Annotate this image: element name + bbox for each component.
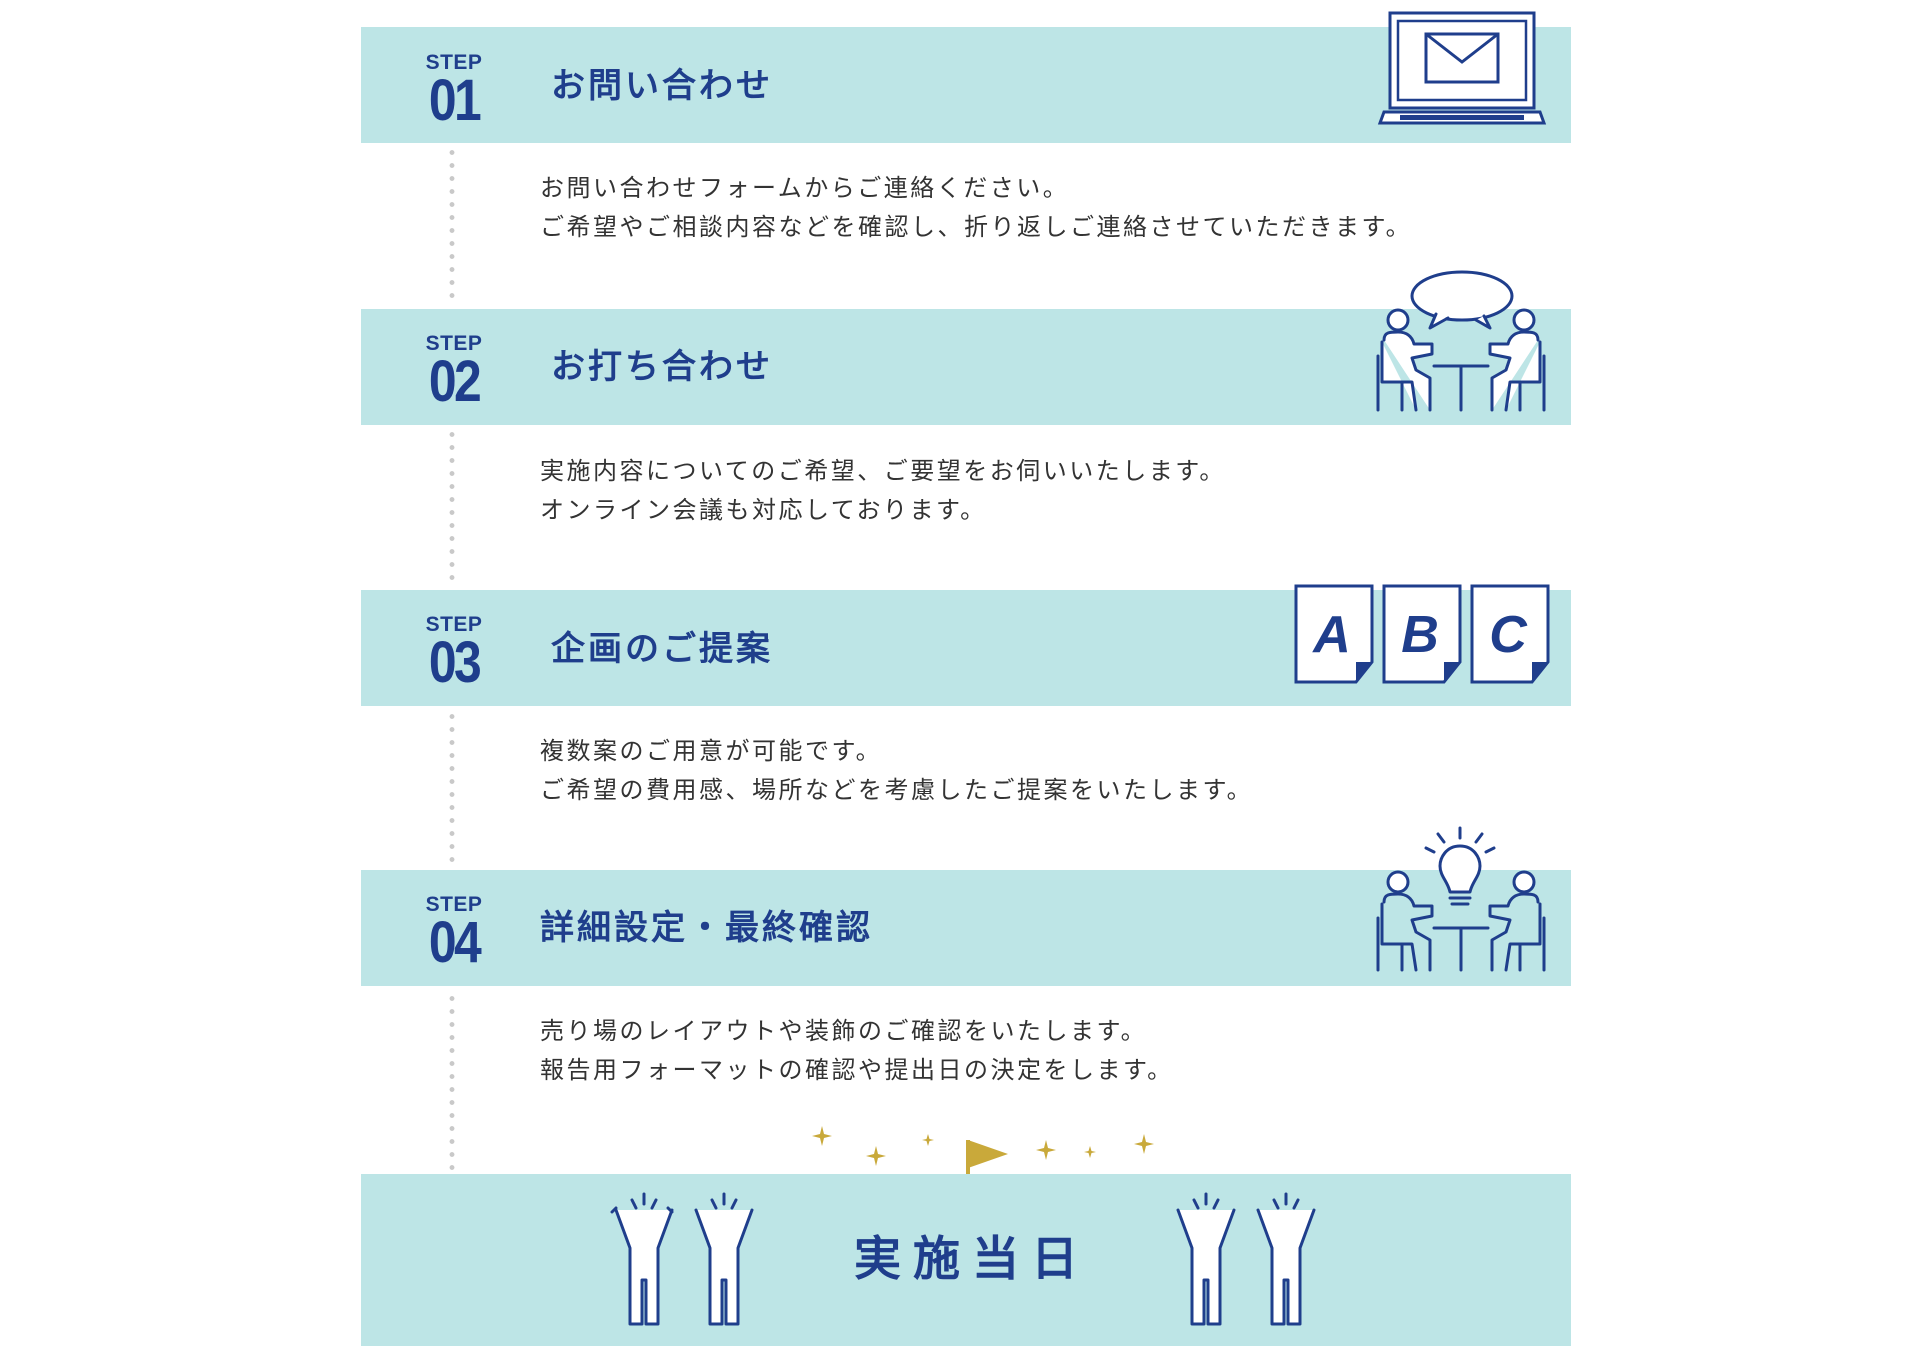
doc-letter-a: A (1311, 606, 1351, 664)
timeline-dots-2 (449, 428, 455, 586)
meeting-icon (1376, 270, 1546, 412)
step-03-label: STEP (425, 613, 483, 636)
abc-documents-icon: A B C (1294, 584, 1550, 684)
step-03-line-2: ご希望の費用感、場所などを考慮したご提案をいたします。 (540, 776, 1254, 804)
step-04-line-2: 報告用フォーマットの確認や提出日の決定をします。 (540, 1056, 1174, 1084)
step-01-number: 01 (428, 68, 482, 133)
step-02-line-2: オンライン会議も対応しております。 (540, 496, 987, 524)
final-band (361, 1174, 1571, 1346)
step-04-number: 04 (428, 910, 482, 975)
timeline-dots-4 (449, 992, 455, 1170)
step-03-description: 複数案のご用意が可能です。 ご希望の費用感、場所などを考慮したご提案をいたします… (540, 732, 1253, 810)
step-04-label: STEP (425, 893, 483, 916)
step-01-line-2: ご希望やご相談内容などを確認し、折り返しご連絡させていただきます。 (540, 213, 1413, 241)
step-04-description: 売り場のレイアウトや装飾のご確認をいたします。 報告用フォーマットの確認や提出日… (540, 1012, 1174, 1090)
step-02-band (361, 309, 1571, 425)
timeline-dots-3 (449, 710, 455, 868)
step-03-title: 企画のご提案 (551, 629, 773, 669)
step-01-label: STEP (425, 51, 483, 74)
goal-flag-sparkles-icon (812, 1126, 1154, 1174)
laptop-mail-icon (1377, 11, 1547, 125)
step-01-line-1: お問い合わせフォームからご連絡ください。 (540, 174, 1070, 202)
final-title: 実施当日 (854, 1232, 1090, 1287)
step-02-number: 02 (428, 349, 482, 414)
cheering-people-left-icon (610, 1192, 754, 1326)
step-04-band (361, 870, 1571, 986)
step-04-line-1: 売り場のレイアウトや装飾のご確認をいたします。 (540, 1017, 1148, 1045)
step-01-band (361, 27, 1571, 143)
step-03-number: 03 (428, 630, 482, 695)
step-02-title: お打ち合わせ (551, 347, 773, 387)
timeline-dots-1 (449, 146, 455, 304)
doc-letter-b: B (1401, 606, 1439, 664)
step-03-line-1: 複数案のご用意が可能です。 (540, 737, 883, 765)
step-02-label: STEP (425, 332, 483, 355)
step-02-description: 実施内容についてのご希望、ご要望をお伺いいたします。 オンライン会議も対応してお… (540, 452, 1226, 530)
idea-meeting-icon (1376, 826, 1546, 972)
step-02-line-1: 実施内容についてのご希望、ご要望をお伺いいたします。 (540, 457, 1226, 485)
doc-letter-c: C (1489, 606, 1528, 664)
step-01-title: お問い合わせ (551, 66, 773, 106)
step-01-description: お問い合わせフォームからご連絡ください。 ご希望やご相談内容などを確認し、折り返… (540, 169, 1412, 247)
cheering-people-right-icon (1176, 1192, 1316, 1326)
step-04-title: 詳細設定・最終確認 (540, 908, 873, 948)
